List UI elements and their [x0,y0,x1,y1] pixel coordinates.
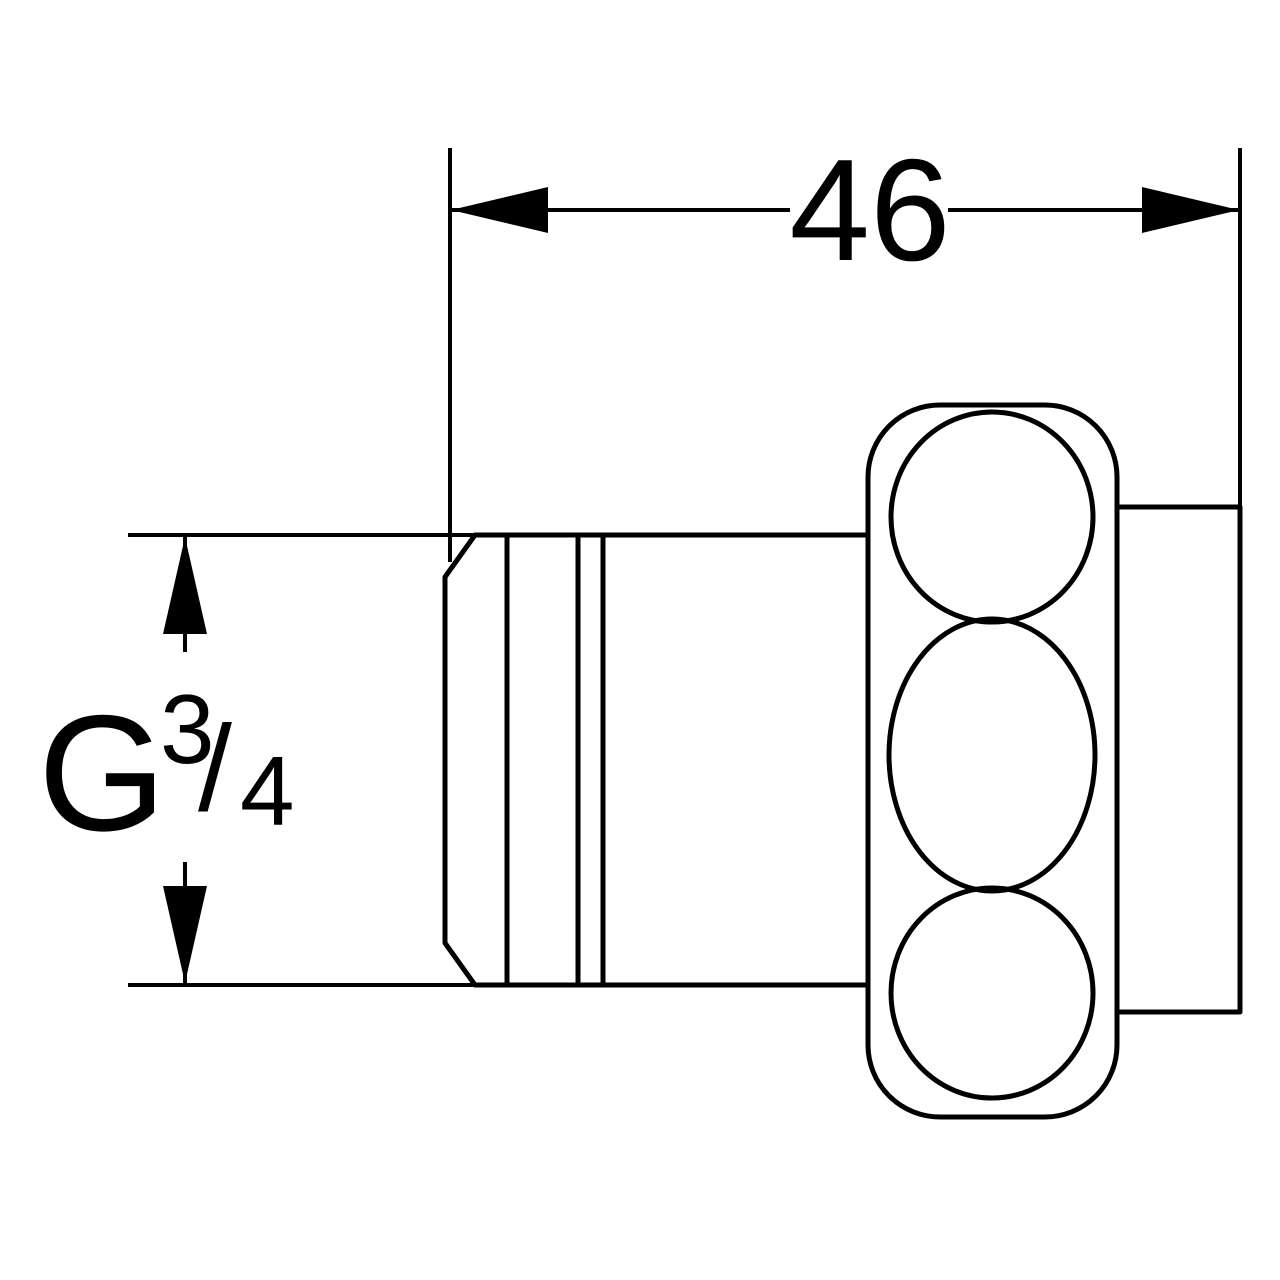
arrowhead-right-icon [1142,187,1239,233]
arrowhead-left-icon [451,187,548,233]
arrowhead-up-icon [163,537,207,634]
grip-recess-bottom [888,885,1096,1101]
thread-label-slash: / [198,700,232,836]
width-dimension-label: 46 [789,129,950,291]
thread-label-denominator: 4 [240,736,295,846]
grip-knob [865,402,1120,1120]
grip-recess-middle [886,616,1098,894]
thread-dimension: G 3 / 4 [38,533,497,987]
grip-recess-top [888,409,1096,625]
arrowhead-down-icon [163,886,207,983]
thread-body [442,532,908,988]
part-view [442,402,1243,1120]
width-dimension: 46 [448,129,1242,562]
thread-label-numerator: 3 [160,674,215,784]
thread-label-g: G [38,681,166,865]
collar [1097,504,1243,1015]
